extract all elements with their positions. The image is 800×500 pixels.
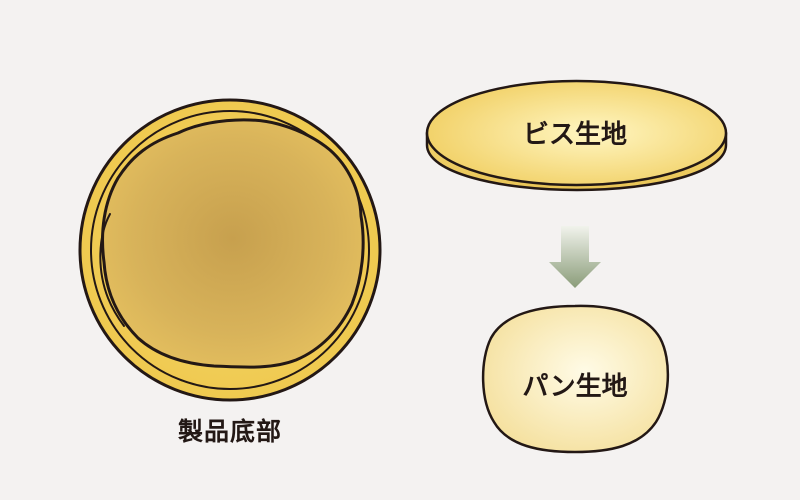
biscuit-dough-top	[425, 79, 728, 187]
biscuit-dough-illustration	[425, 79, 728, 192]
down-arrow	[549, 226, 601, 288]
bread-dough-illustration	[481, 304, 670, 454]
product-bottom-illustration	[78, 98, 382, 402]
product-crust-detail	[99, 213, 125, 327]
bread-dough-label: パン生地	[522, 372, 628, 402]
product-bottom-label: 製品底部	[177, 417, 282, 446]
biscuit-dough-label: ビス生地	[522, 120, 627, 150]
product-rim-inner-line	[90, 110, 370, 390]
product-inner-crust	[101, 118, 365, 369]
